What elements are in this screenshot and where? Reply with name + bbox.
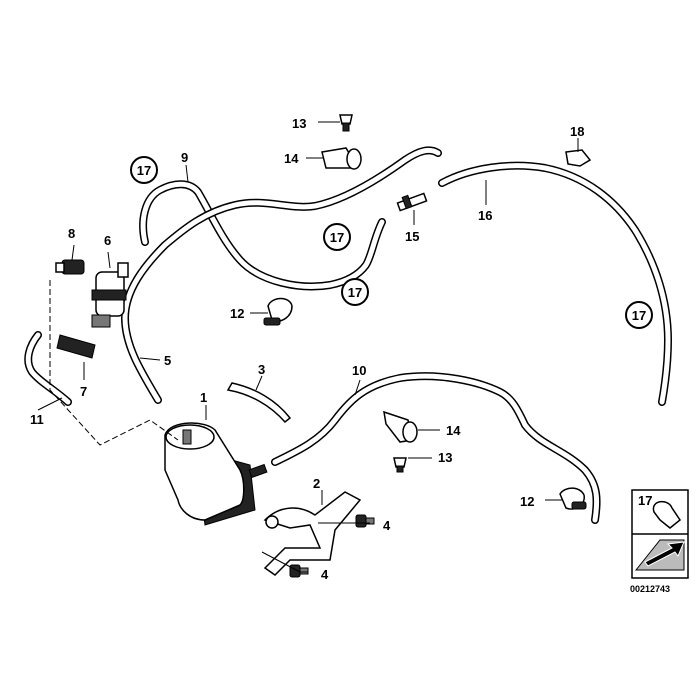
circled-label-17b: 17 [323, 223, 351, 251]
label-part-10: 10 [352, 363, 366, 378]
label-part-16: 16 [478, 208, 492, 223]
canister-part-1 [164, 422, 268, 526]
hose-5 [121, 146, 442, 404]
label-part-14b: 14 [446, 423, 461, 438]
circled-label-17a: 17 [130, 156, 158, 184]
label-part-14a: 14 [284, 151, 299, 166]
legend-arrow-icon [634, 539, 685, 571]
label-part-12b: 12 [520, 494, 534, 509]
label-part-7: 7 [80, 384, 87, 399]
svg-text:17: 17 [348, 285, 362, 300]
holder-part-14a [321, 147, 362, 170]
holder-part-14b [383, 410, 418, 443]
clip-part-13b [393, 457, 407, 473]
hose-16 [438, 161, 672, 406]
circled-label-17d: 17 [625, 301, 653, 329]
label-part-8: 8 [68, 226, 75, 241]
hose-10 [271, 372, 601, 524]
label-part-12a: 12 [230, 306, 244, 321]
label-part-9: 9 [181, 150, 188, 165]
label-part-13b: 13 [438, 450, 452, 465]
label-part-4a: 4 [383, 518, 391, 533]
strip-part-3 [226, 382, 292, 424]
label-part-6: 6 [104, 233, 111, 248]
svg-text:17: 17 [330, 230, 344, 245]
legend-box: 17 [631, 489, 689, 579]
connector-part-8 [55, 259, 85, 275]
svg-text:17: 17 [632, 308, 646, 323]
svg-text:17: 17 [137, 163, 151, 178]
label-part-4b: 4 [321, 567, 329, 582]
hose-11 [24, 331, 72, 406]
label-part-15: 15 [405, 229, 419, 244]
clip-part-13a [339, 114, 353, 132]
label-part-5: 5 [164, 353, 171, 368]
label-part-2: 2 [313, 476, 320, 491]
valve-part-6 [91, 262, 129, 328]
label-part-3: 3 [258, 362, 265, 377]
bracket-part-2 [263, 491, 362, 576]
label-part-1: 1 [200, 390, 207, 405]
clamp-part-12b [559, 487, 587, 510]
clamp-part-12a [263, 297, 293, 326]
label-part-13a: 13 [292, 116, 306, 131]
label-part-18: 18 [570, 124, 584, 139]
ring-part-7 [56, 334, 96, 359]
legend-clip-icon [652, 500, 682, 529]
screw-part-4a [355, 514, 375, 528]
clip-part-18 [565, 149, 592, 167]
circled-label-17c: 17 [341, 278, 369, 306]
legend-label-17: 17 [638, 493, 652, 508]
hose-9 [139, 180, 386, 291]
connector-part-15 [396, 192, 428, 212]
leader-lines [37, 121, 579, 573]
document-id: 00212743 [630, 584, 670, 594]
label-part-11: 11 [30, 412, 44, 427]
dashed-link-line [49, 280, 179, 446]
